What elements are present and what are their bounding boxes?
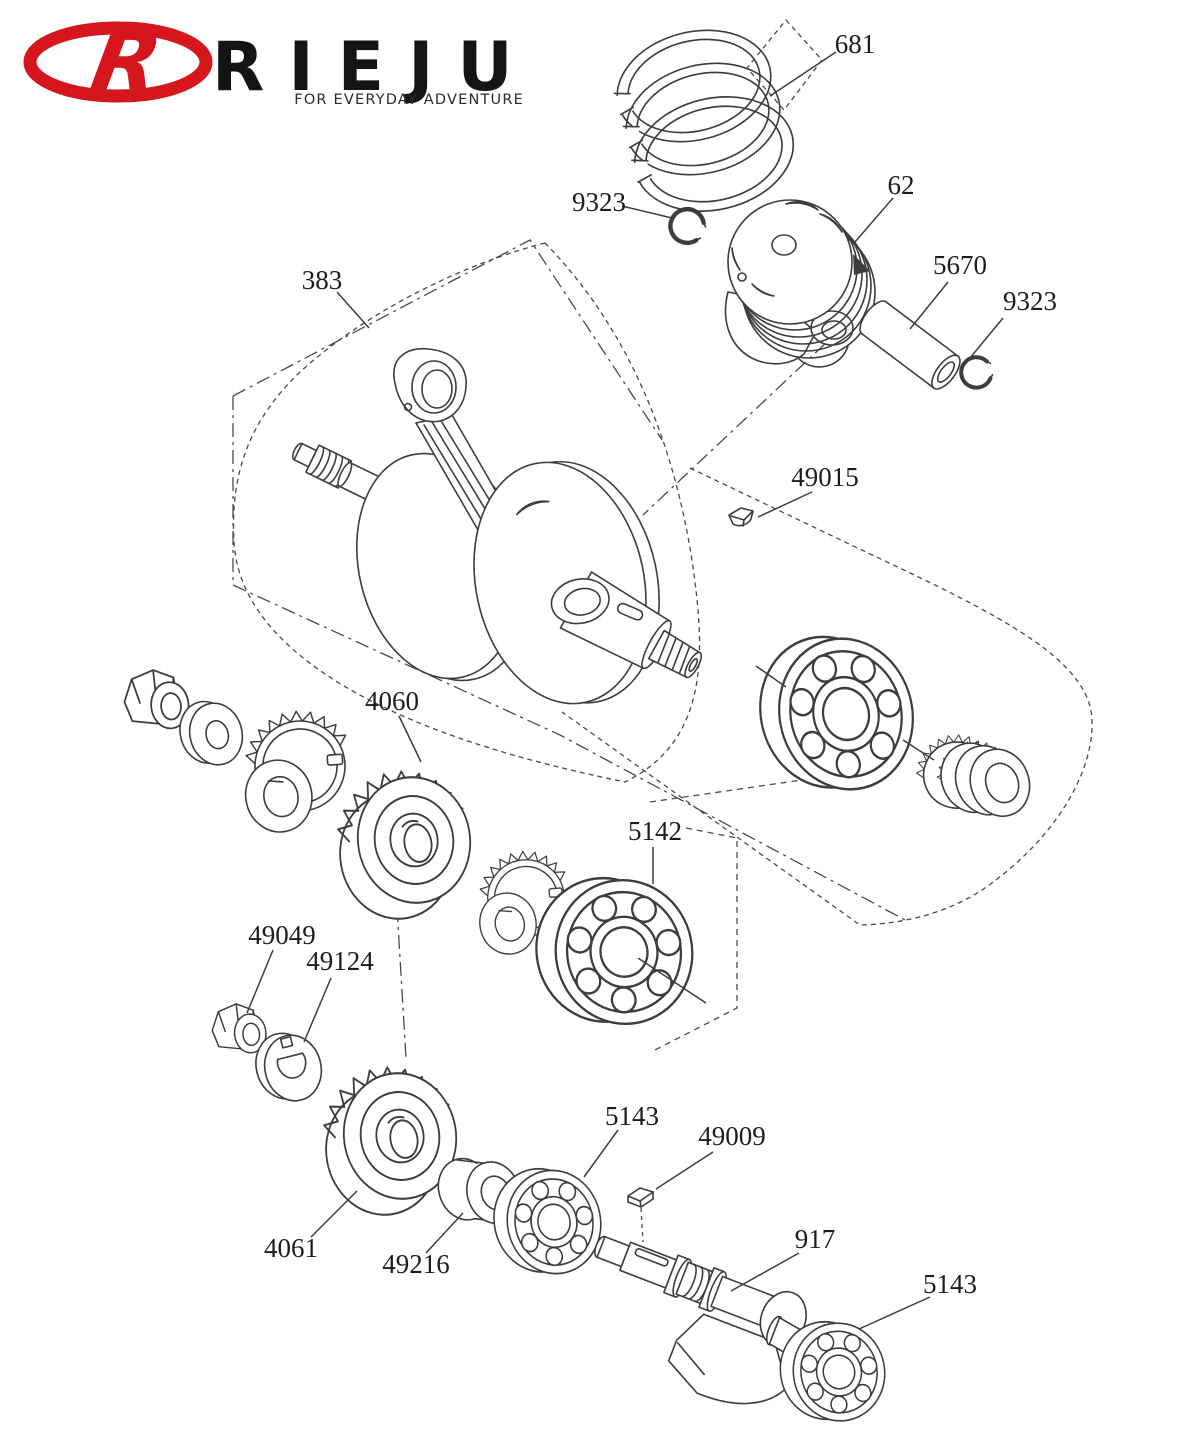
callout-62: 62 (888, 170, 915, 200)
part-key-49009 (627, 1187, 654, 1208)
callout-49216: 49216 (382, 1249, 450, 1279)
key-axis-line (640, 1207, 644, 1243)
callout-5670: 5670 (933, 250, 987, 280)
part-balance-shaft (594, 1235, 817, 1405)
callout-49124: 49124 (306, 946, 374, 976)
callout-49009: 49009 (698, 1121, 766, 1151)
callout-383: 383 (302, 265, 343, 295)
callout-681: 681 (835, 29, 876, 59)
callout-9323-right: 9323 (1003, 286, 1057, 316)
rieju-logo: R RIEJU FOR EVERYDAY ADVENTURE (23, 11, 537, 113)
leader-lines (246, 51, 1004, 1330)
callout-4060: 4060 (365, 686, 419, 716)
callout-4061: 4061 (264, 1233, 318, 1263)
callout-49015: 49015 (791, 462, 859, 492)
dashed-segment (649, 779, 803, 803)
callout-5143-right: 5143 (923, 1269, 977, 1299)
part-nut-top (121, 666, 192, 733)
callout-49049: 49049 (248, 920, 316, 950)
logo-oval (23, 21, 213, 103)
part-lock-washer-49124 (255, 1032, 323, 1102)
part-crankshaft (291, 348, 703, 705)
part-gear-4060 (327, 761, 482, 927)
part-woodruff-key (728, 507, 754, 527)
callout-5143-left: 5143 (605, 1101, 659, 1131)
pin-axis-line (642, 324, 846, 516)
bearing-5142-box-dashed (654, 827, 738, 1051)
callout-917: 917 (795, 1224, 836, 1254)
crankshaft-enclosure-dashed (232, 242, 701, 783)
part-pinion-gear (907, 724, 1031, 817)
assembly-enclosure-dashed (561, 467, 1093, 926)
part-main-bearing-right (743, 617, 930, 810)
part-piston (724, 199, 876, 368)
section-line-left (232, 396, 906, 921)
gear-axis-line (396, 907, 407, 1059)
logo-brand-text: RIEJU (212, 28, 537, 107)
part-piston-pin (859, 300, 961, 390)
part-nut-49049 (209, 1001, 268, 1057)
part-hub-gear (230, 702, 363, 838)
construction-lines (232, 19, 1093, 1243)
logo-tagline: FOR EVERYDAY ADVENTURE (294, 92, 524, 108)
section-line-top (232, 239, 663, 441)
part-piston-ring-set (598, 13, 806, 229)
ring-set-diamond-dashed (746, 19, 823, 112)
callout-9323-left: 9323 (572, 187, 626, 217)
callout-5142: 5142 (628, 816, 682, 846)
part-circlip-right (955, 351, 998, 394)
